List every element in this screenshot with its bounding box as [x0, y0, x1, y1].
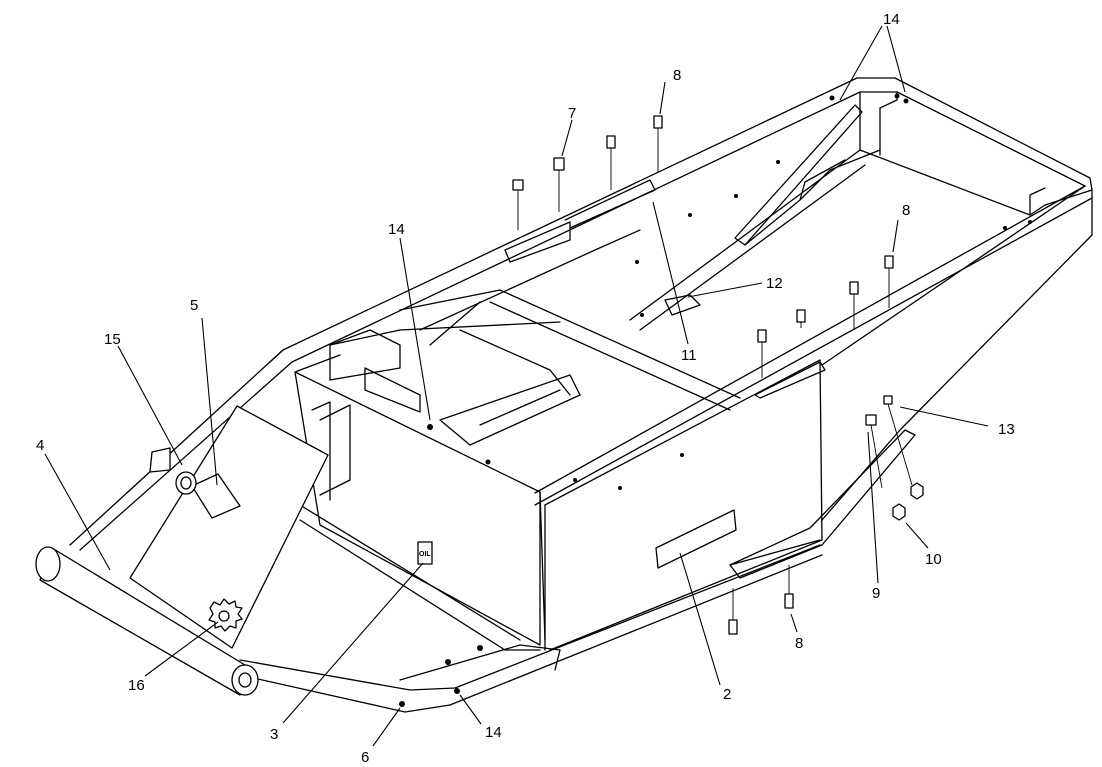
callout-7: 7 — [568, 105, 576, 122]
callout-8-right: 8 — [902, 202, 910, 219]
callout-3: 3 — [270, 726, 278, 743]
callout-2: 2 — [723, 686, 731, 703]
callout-4: 4 — [36, 437, 44, 454]
oil-decal: OIL — [417, 541, 433, 565]
cross-members — [299, 229, 741, 651]
callout-8-top: 8 — [673, 67, 681, 84]
callout-11: 11 — [681, 347, 697, 364]
callout-9: 9 — [872, 585, 880, 602]
callout-5: 5 — [190, 297, 198, 314]
bolts — [512, 115, 924, 635]
side-plate — [504, 179, 916, 651]
callout-10: 10 — [925, 551, 942, 568]
callout-6: 6 — [361, 749, 369, 766]
callout-16: 16 — [128, 677, 145, 694]
callout-13: 13 — [998, 421, 1015, 438]
leader-lines — [44, 25, 989, 747]
callout-14-top: 14 — [883, 11, 900, 28]
oil-label: OIL — [419, 551, 431, 558]
callout-14-bottom: 14 — [485, 724, 502, 741]
callout-14-mid: 14 — [388, 221, 405, 238]
callout-15: 15 — [104, 331, 121, 348]
callout-12: 12 — [766, 275, 783, 292]
front-tube — [35, 405, 329, 696]
holes — [399, 93, 1032, 707]
callouts: 14 8 7 14 8 12 5 15 11 13 4 10 9 8 16 2 … — [36, 11, 1015, 766]
callout-8-bottom: 8 — [795, 635, 803, 652]
frame-outline — [69, 77, 1093, 551]
